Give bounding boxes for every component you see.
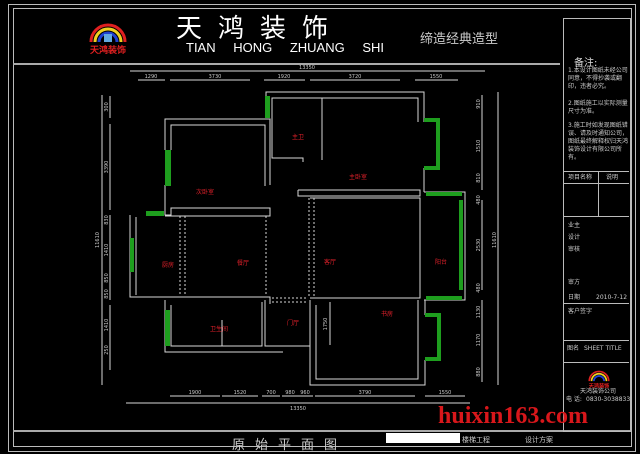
- room-label-kitchen: 厨房: [162, 261, 174, 269]
- room-label-balcony: 阳台: [435, 258, 447, 266]
- svg-text:天鸿装饰: 天鸿装饰: [90, 44, 126, 54]
- dim-inner-label: 1750: [323, 318, 329, 331]
- sheet-label: 图名: [567, 345, 580, 352]
- dim-label: 1520: [234, 390, 247, 396]
- dim-label: 850: [104, 289, 110, 299]
- company-name: 天鸿装饰公司: [580, 388, 617, 395]
- dim-bottom-total-label: 13350: [290, 406, 306, 412]
- dim-label: 1920: [278, 74, 291, 80]
- approve-label: 审方: [568, 279, 581, 286]
- panel-divider: [563, 171, 629, 172]
- wall-top-block: [265, 91, 425, 122]
- dim-label: 830: [104, 215, 110, 225]
- dim-label: 3730: [209, 74, 222, 80]
- room-label-living: 客厅: [324, 258, 336, 266]
- dim-label: 1410: [104, 319, 110, 332]
- company-name-en: TIAN HONG ZHUANG SHI: [186, 40, 385, 55]
- title-block-panel: [563, 18, 631, 432]
- room-label-second-bedroom: 次卧室: [196, 188, 214, 196]
- dim-label: 1130: [476, 306, 482, 319]
- sheet-title: SHEET TITLE: [584, 345, 622, 352]
- drawing-title: 原始平面图: [232, 438, 348, 453]
- dim-left-total-label: 11610: [95, 232, 101, 248]
- note-2: 2.图纸施工以实际测量尺寸为准。: [568, 100, 628, 115]
- project-label: 项目名称: [568, 174, 593, 181]
- dim-label: 1290: [145, 74, 158, 80]
- dim-label: 850: [104, 273, 110, 283]
- note-1: 1.本设计图纸未经公司同意，不得抄袭或翻印，违者必究。: [568, 67, 628, 90]
- wall-living: [310, 197, 421, 299]
- room-label-master-bath: 主卫: [292, 133, 304, 141]
- inner-frame: [13, 8, 632, 447]
- panel-divider: [563, 303, 629, 304]
- room-label-foyer: 门厅: [287, 319, 299, 327]
- svg-text:天鸿装饰: 天鸿装饰: [589, 381, 610, 388]
- note-3: 3.施工时如发现图纸错误、请及时通知公司，图纸最终解释权归天鸿装饰设计有限公司所…: [568, 122, 629, 161]
- company-logo: 天鸿装饰: [89, 23, 127, 54]
- dim-label: 810: [476, 173, 482, 183]
- dim-label: 3720: [349, 74, 362, 80]
- panel-divider: [563, 362, 629, 363]
- dim-label: 960: [300, 390, 310, 396]
- dim-label: 1170: [476, 334, 482, 347]
- wall-foyer: [264, 300, 310, 347]
- dim-label: 1550: [430, 74, 443, 80]
- dim-label: 300: [104, 102, 110, 112]
- dim-label: 250: [104, 345, 110, 355]
- floor-plan: 主卫 主卧室 次卧室 厨房 餐厅 客厅 阳台 书房 卫生间 门厅 13350 1…: [95, 65, 499, 412]
- slogan: 缔造经典造型: [420, 32, 499, 47]
- desc-label: 说明: [606, 174, 619, 181]
- dim-label: 3390: [104, 161, 110, 174]
- room-label-dining: 餐厅: [237, 259, 249, 267]
- dim-label: 1900: [189, 390, 202, 396]
- wall-master: [297, 189, 421, 197]
- dim-label: 910: [476, 99, 482, 109]
- client-sign-label: 客户签字: [568, 308, 593, 315]
- panel-divider: [563, 183, 629, 184]
- dim-label: 480: [476, 195, 482, 205]
- outer-frame: [8, 4, 636, 452]
- date-value: 2010-7-12: [596, 294, 628, 301]
- dim-label: 700: [266, 390, 276, 396]
- panel-divider: [563, 216, 629, 217]
- design-label: 设计: [568, 234, 581, 241]
- review-label: 审核: [568, 246, 581, 253]
- phone-label: 电 话:: [566, 396, 582, 403]
- dim-label: 1510: [476, 140, 482, 153]
- dim-label: 1410: [104, 244, 110, 257]
- footer-project-name: 楼梯工程: [462, 436, 490, 444]
- owner-label: 业主: [568, 222, 581, 229]
- room-label-master-bedroom: 主卧室: [349, 173, 367, 181]
- dim-label: 480: [476, 283, 482, 293]
- dim-label: 2530: [476, 239, 482, 252]
- dim-top-total-label: 13350: [299, 65, 315, 71]
- panel-logo: 天鸿装饰: [588, 370, 610, 388]
- dim-label: 980: [285, 390, 295, 396]
- panel-divider: [598, 171, 599, 216]
- dim-label: 1550: [439, 390, 452, 396]
- date-label: 日期: [568, 294, 581, 301]
- company-name-cn: 天鸿装饰: [176, 14, 345, 44]
- room-label-bathroom: 卫生间: [210, 325, 228, 333]
- notes-title: 备注:: [574, 58, 598, 69]
- footer-divider-top: [13, 430, 630, 432]
- wall-second-bedroom: [164, 118, 271, 185]
- phone-number: 0830-3038833: [586, 396, 631, 403]
- dim-label: 880: [476, 367, 482, 377]
- dim-right-total-label: 11610: [492, 232, 498, 248]
- panel-divider: [563, 340, 629, 341]
- watermark: huixin163.com: [438, 403, 589, 429]
- room-label-study: 书房: [381, 310, 393, 318]
- footer-white-box: [386, 433, 460, 443]
- header-divider: [13, 63, 560, 65]
- wall-balcony: [424, 191, 466, 301]
- footer-scheme: 设计方案: [525, 436, 553, 444]
- window: [265, 96, 270, 118]
- wall-study: [309, 300, 426, 386]
- dim-label: 3790: [359, 390, 372, 396]
